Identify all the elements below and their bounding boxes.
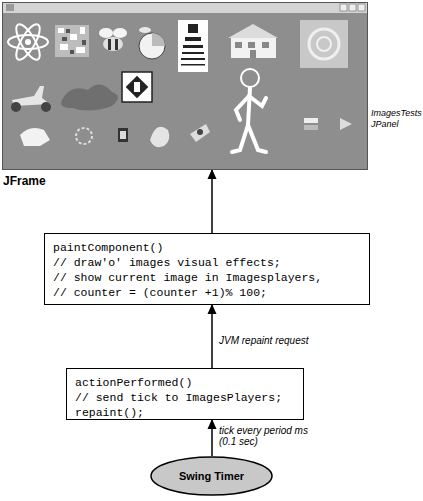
method-name: actionPerformed() [75, 375, 295, 390]
code-line: repaint(); [75, 405, 295, 420]
method-name: Swing Timer [179, 470, 244, 482]
flow-arrow [211, 170, 213, 233]
method-name: paintComponent() [53, 240, 361, 255]
flow-arrow [211, 420, 213, 456]
edge-label: JVM repaint request [219, 335, 339, 346]
code-line: // show current image in Imagesplayers, [53, 270, 361, 285]
jframe-window: JFrame [2, 2, 368, 170]
flow-arrow [211, 305, 213, 368]
method-box: actionPerformed()// send tick to ImagesP… [66, 368, 304, 420]
method-box: paintComponent()// draw'o' images visual… [44, 233, 370, 305]
panel-label: ImagesTests JPanel [371, 108, 423, 130]
timer-ellipse: Swing Timer [150, 456, 273, 496]
code-line: // counter = (counter +1)% 100; [53, 285, 361, 300]
code-line: // send tick to ImagesPlayers; [75, 390, 295, 405]
frame-caption: JFrame [3, 174, 46, 188]
code-line: // draw'o' images visual effects; [53, 255, 361, 270]
edge-label: tick every period ms (0.1 sec) [219, 425, 311, 447]
